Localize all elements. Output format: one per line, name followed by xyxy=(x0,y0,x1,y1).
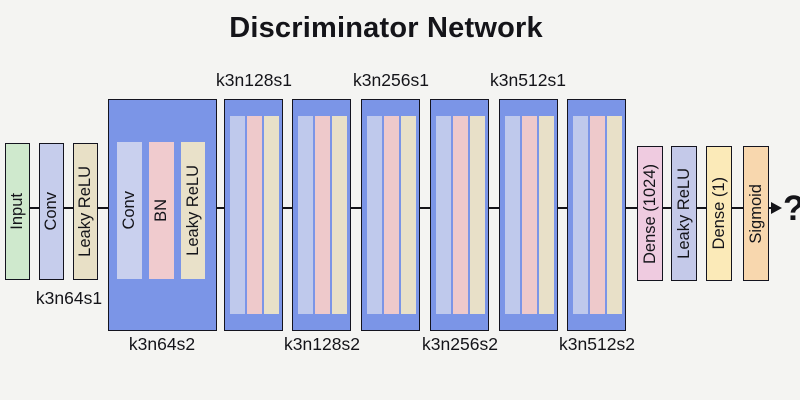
bn-bar-label: BN xyxy=(152,199,171,222)
dense-1-block: Dense (1) xyxy=(706,146,732,281)
batch-norm-bar xyxy=(247,116,262,314)
conv-bar xyxy=(298,116,313,314)
leaky-relu-bar-label: Leaky ReLU xyxy=(183,165,202,256)
conv-block-k3n256s2 xyxy=(430,99,489,331)
batch-norm-bar: BN xyxy=(149,142,174,279)
dense-1-label: Dense (1) xyxy=(709,177,728,250)
sigmoid-block: Sigmoid xyxy=(743,146,769,281)
input-block: Input xyxy=(5,143,30,280)
leaky-relu-bar xyxy=(539,116,554,314)
sigmoid-label: Sigmoid xyxy=(746,183,765,244)
leaky-relu-bar xyxy=(470,116,485,314)
leaky-relu-bar xyxy=(401,116,416,314)
leaky-relu-block-1: Leaky ReLU xyxy=(73,143,98,280)
batch-norm-bar xyxy=(315,116,330,314)
diagram-title: Discriminator Network xyxy=(229,12,543,44)
leaky-relu-bar: Leaky ReLU xyxy=(181,142,205,279)
label-k3n128s2: k3n128s2 xyxy=(284,334,360,354)
output-question-mark: ? xyxy=(783,190,800,228)
conv-bar xyxy=(573,116,588,314)
conv-block-k3n128s1 xyxy=(224,99,283,331)
arrowhead-icon xyxy=(771,202,782,214)
conv-bar xyxy=(436,116,451,314)
conv-block-k3n64s2: Conv BN Leaky ReLU xyxy=(108,99,217,331)
leaky-relu-out-label: Leaky ReLU xyxy=(674,168,693,259)
dense-1024-block: Dense (1024) xyxy=(637,146,663,281)
leaky-relu-block-out: Leaky ReLU xyxy=(671,146,697,281)
leaky-relu-bar xyxy=(264,116,279,314)
batch-norm-bar xyxy=(453,116,468,314)
conv-block-k3n512s2 xyxy=(567,99,626,331)
conv-block-k3n256s1 xyxy=(361,99,420,331)
label-k3n512s2: k3n512s2 xyxy=(559,334,635,354)
label-k3n256s2: k3n256s2 xyxy=(422,334,498,354)
conv-bar xyxy=(505,116,520,314)
leaky-relu-label: Leaky ReLU xyxy=(76,166,95,257)
conv-bar: Conv xyxy=(117,142,142,279)
leaky-relu-bar xyxy=(332,116,347,314)
label-k3n64s1: k3n64s1 xyxy=(35,288,103,308)
conv-label: Conv xyxy=(42,192,61,231)
label-k3n512s1: k3n512s1 xyxy=(490,70,566,90)
label-k3n128s1: k3n128s1 xyxy=(216,70,292,90)
batch-norm-bar xyxy=(384,116,399,314)
conv-bar xyxy=(367,116,382,314)
dense-1024-label: Dense (1024) xyxy=(640,163,659,264)
leaky-relu-bar xyxy=(607,116,622,314)
batch-norm-bar xyxy=(522,116,537,314)
conv-bar-label: Conv xyxy=(120,191,139,230)
label-k3n256s1: k3n256s1 xyxy=(353,70,429,90)
label-k3n64s2: k3n64s2 xyxy=(128,334,196,354)
input-label: Input xyxy=(8,193,27,230)
conv-block-k3n64s1: Conv xyxy=(39,143,64,280)
conv-block-k3n512s1 xyxy=(499,99,558,331)
conv-bar xyxy=(230,116,245,314)
batch-norm-bar xyxy=(590,116,605,314)
conv-block-k3n128s2 xyxy=(292,99,351,331)
